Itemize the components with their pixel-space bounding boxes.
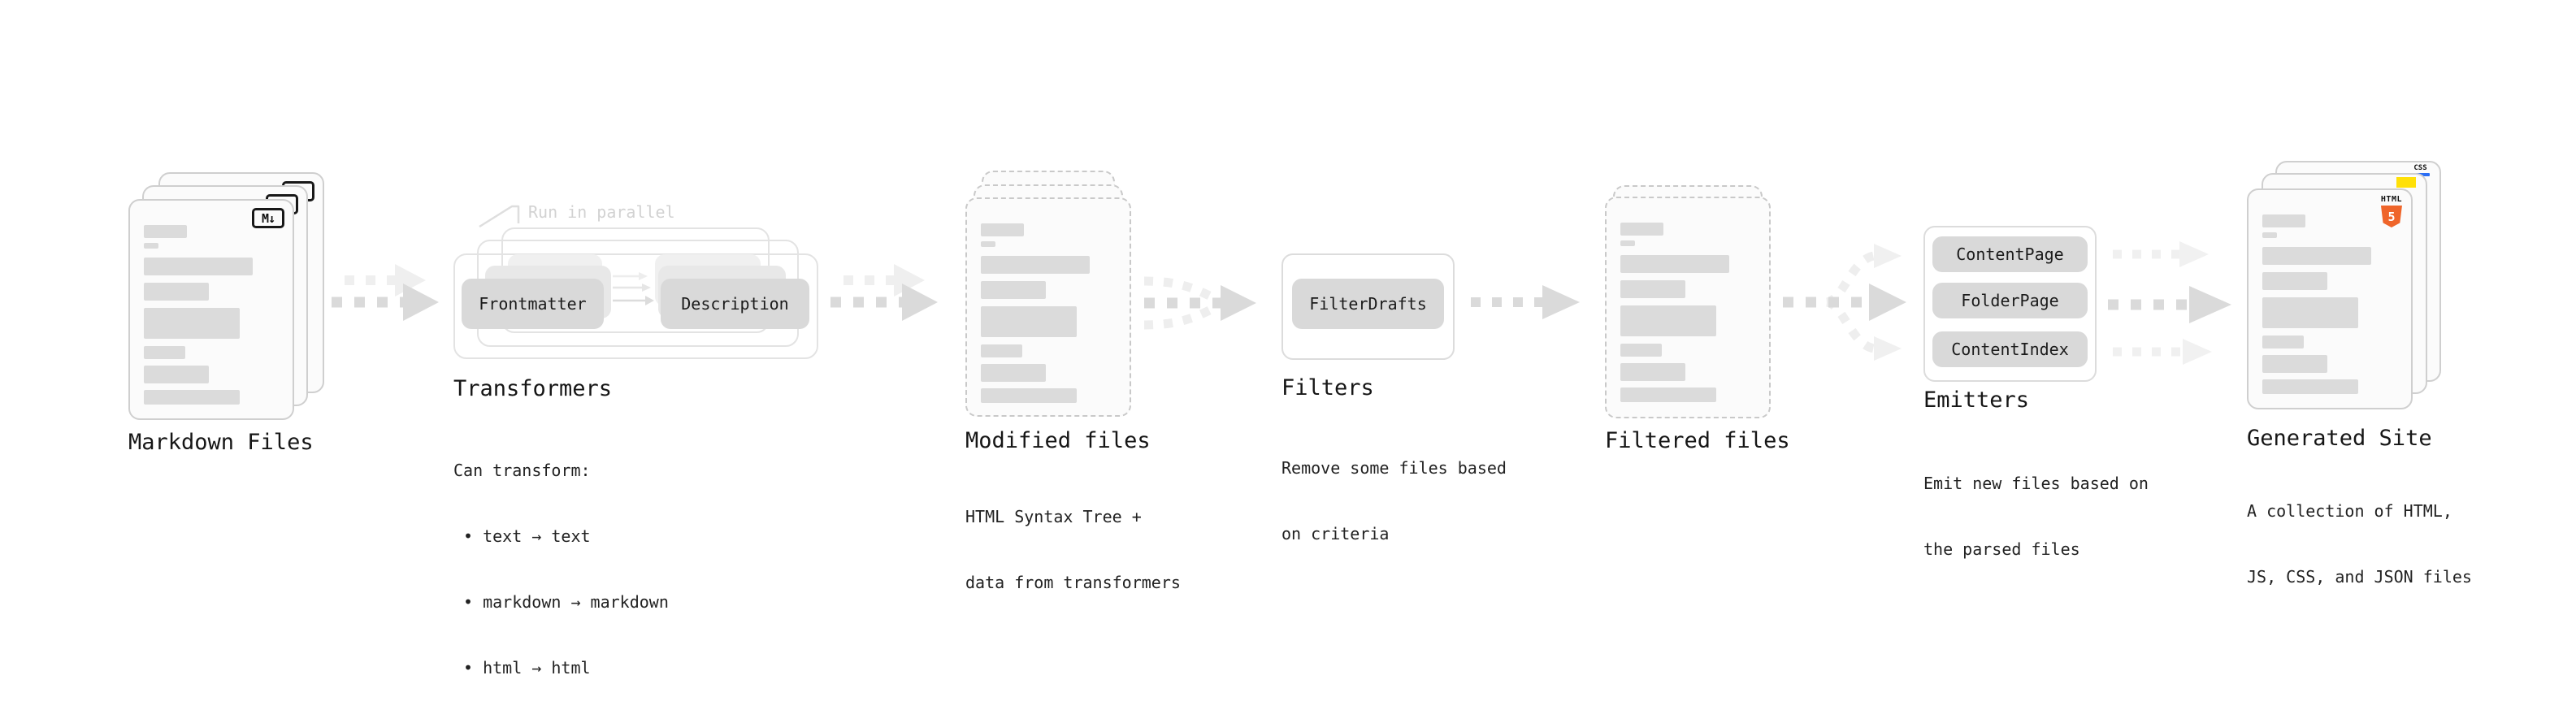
- text-skeleton-bar: [1620, 280, 1685, 298]
- text-skeleton-bar: [2262, 297, 2358, 328]
- description-line: A collection of HTML,: [2247, 501, 2452, 521]
- text-skeleton-bar: [2262, 355, 2327, 373]
- text-skeleton-bar: [144, 258, 254, 275]
- text-skeleton-bar: [981, 223, 1025, 236]
- pipeline-diagram: M↓ M↓ M↓ Markdown Files Frontmatter Desc…: [128, 161, 2472, 678]
- skeleton-text: [144, 225, 279, 405]
- text-skeleton-bar: [2262, 247, 2372, 265]
- text-skeleton-bar: [1620, 223, 1664, 236]
- document-card: [965, 197, 1131, 417]
- parallel-step-arrows-icon: [613, 272, 654, 305]
- document-card: HTML 5: [2247, 188, 2413, 409]
- js-icon: [2396, 177, 2416, 188]
- stage-title-modified-files: Modified files: [965, 428, 1151, 453]
- description-line: the parsed files: [1923, 539, 2080, 559]
- text-skeleton-bar: [1620, 240, 1636, 246]
- text-skeleton-bar: [981, 344, 1023, 357]
- flow-arrow-transformers-to-modified: [830, 264, 938, 321]
- text-skeleton-bar: [1620, 255, 1730, 273]
- text-skeleton-bar: [1620, 387, 1716, 402]
- text-skeleton-bar: [981, 241, 996, 247]
- skeleton-text: [2262, 214, 2397, 394]
- description-line: HTML Syntax Tree +: [965, 507, 1142, 526]
- flow-arrow-filtered-to-emitters: [1783, 244, 1906, 361]
- text-skeleton-bar: [144, 283, 209, 301]
- flow-arrow-emitters-to-generated: [2108, 241, 2231, 365]
- stage-description-generated: A collection of HTML, JS, CSS, and JSON …: [2247, 457, 2472, 632]
- emitter-folderpage: FolderPage: [1932, 283, 2088, 318]
- annotation-leader-line: [479, 205, 520, 228]
- description-line: on criteria: [1281, 524, 1390, 543]
- run-in-parallel-annotation: Run in parallel: [528, 202, 675, 222]
- generated-site-stack: CSS HTML 5: [2247, 161, 2446, 413]
- text-skeleton-bar: [2262, 379, 2358, 394]
- description-line: Can transform:: [453, 461, 591, 480]
- text-skeleton-bar: [981, 388, 1077, 403]
- flow-arrow-modified-to-filters: [1143, 276, 1256, 330]
- stage-title-filtered-files: Filtered files: [1605, 428, 1790, 453]
- emitter-contentpage: ContentPage: [1932, 236, 2088, 272]
- modified-files-stack: [965, 171, 1136, 422]
- text-skeleton-bar: [144, 243, 159, 249]
- stage-title-generated-site: Generated Site: [2247, 426, 2432, 451]
- transformer-container-front: [453, 253, 818, 359]
- text-skeleton-bar: [2262, 232, 2278, 238]
- text-skeleton-bar: [981, 364, 1046, 382]
- text-skeleton-bar: [144, 346, 186, 359]
- text-skeleton-bar: [1620, 344, 1663, 357]
- stage-description-transformers: Can transform: • text → text • markdown …: [453, 416, 669, 723]
- stage-title-markdown-files: Markdown Files: [128, 430, 314, 455]
- stage-description-filters: Remove some files based on criteria: [1281, 413, 1507, 589]
- bullet-line: • html → html: [463, 658, 591, 678]
- stage-title-filters: Filters: [1281, 375, 1374, 400]
- text-skeleton-bar: [144, 390, 240, 405]
- description-line: data from transformers: [965, 573, 1181, 592]
- text-skeleton-bar: [144, 225, 188, 238]
- text-skeleton-bar: [981, 256, 1091, 274]
- text-skeleton-bar: [2262, 214, 2306, 227]
- text-skeleton-bar: [144, 366, 209, 383]
- description-line: Remove some files based: [1281, 458, 1507, 478]
- skeleton-text: [981, 223, 1116, 403]
- flow-arrow-markdown-to-transformers: [332, 264, 439, 321]
- description-line: JS, CSS, and JSON files: [2247, 567, 2472, 587]
- text-skeleton-bar: [1620, 363, 1685, 381]
- stage-title-transformers: Transformers: [453, 376, 613, 401]
- stage-title-emitters: Emitters: [1923, 387, 2030, 413]
- flow-arrow-filters-to-filtered: [1471, 285, 1580, 319]
- document-card: [1605, 197, 1771, 418]
- filter-filterdrafts: FilterDrafts: [1292, 279, 1444, 329]
- transformer-step-frontmatter: Frontmatter: [462, 279, 604, 329]
- text-skeleton-bar: [2262, 272, 2327, 290]
- stage-description-emitters: Emit new files based on the parsed files: [1923, 429, 2149, 604]
- text-skeleton-bar: [2262, 336, 2305, 349]
- markdown-icon: M↓: [252, 208, 284, 228]
- transformer-step-description: Description: [661, 279, 809, 329]
- text-skeleton-bar: [144, 308, 240, 339]
- text-skeleton-bar: [981, 306, 1077, 337]
- markdown-files-stack: M↓ M↓ M↓: [128, 172, 327, 424]
- html5-icon: HTML 5: [2381, 196, 2402, 227]
- emitter-contentindex: ContentIndex: [1932, 331, 2088, 367]
- text-skeleton-bar: [1620, 305, 1716, 336]
- skeleton-text: [1620, 223, 1755, 402]
- bullet-line: • markdown → markdown: [463, 592, 669, 612]
- stage-description-modified: HTML Syntax Tree + data from transformer…: [965, 462, 1181, 638]
- document-card: M↓: [128, 199, 294, 420]
- description-line: Emit new files based on: [1923, 474, 2149, 493]
- filtered-files-stack: [1605, 185, 1776, 425]
- bullet-line: • text → text: [463, 526, 591, 546]
- text-skeleton-bar: [981, 281, 1046, 299]
